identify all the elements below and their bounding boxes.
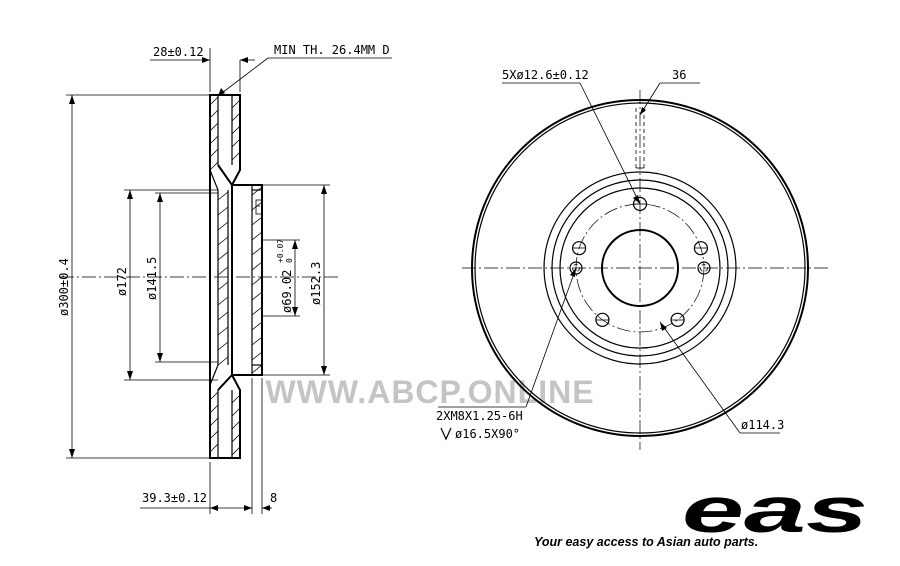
hub-hat xyxy=(209,164,263,391)
thread-label: 2XM8X1.25-6H xyxy=(436,409,523,423)
bolt-holes xyxy=(571,196,709,327)
outer-diameter-dimension: ø300±0.4 xyxy=(57,94,210,459)
d152-label: ø152.3 xyxy=(309,262,323,305)
pcd-leader: ø114.3 xyxy=(659,321,784,434)
friction-inner-circle xyxy=(543,171,737,365)
d172-dimension: ø172 xyxy=(115,189,218,381)
flange-label: 8 xyxy=(270,491,277,505)
bolt-holes-leader: 5Xø12.6±0.12 xyxy=(502,68,641,205)
angle-leader: 36 xyxy=(639,68,700,116)
pcd-label: ø114.3 xyxy=(741,418,784,432)
bolt-holes-label: 5Xø12.6±0.12 xyxy=(502,68,589,82)
bore-dimension: ø69.02 +0.07 0 xyxy=(262,239,300,317)
hat-inner-circle xyxy=(559,187,721,349)
outer-diameter-label: ø300±0.4 xyxy=(57,258,71,316)
thread-leader: 2XM8X1.25-6H ø16.5X90° xyxy=(436,267,577,441)
outer-chamfer-circle xyxy=(474,102,806,434)
angle-label: 36 xyxy=(672,68,686,82)
hat-outer-circle xyxy=(551,179,729,357)
threaded-hole xyxy=(569,261,583,275)
height-label: 39.3±0.12 xyxy=(142,491,207,505)
brand-block: eas Your easy access to Asian auto parts… xyxy=(534,474,868,549)
center-bore-circle xyxy=(601,229,679,307)
width-label: 28±0.12 xyxy=(153,45,204,59)
front-view: 5Xø12.6±0.12 36 2XM8X1.25-6H ø16.5X90° ø… xyxy=(436,68,828,450)
bore-tolerance-lower: 0 xyxy=(285,258,294,263)
min-thickness-label: MIN TH. 26.4MM D xyxy=(274,43,390,57)
bore-tolerance-upper: +0.07 xyxy=(276,239,285,263)
outer-edge-circle xyxy=(471,99,809,437)
bore-label: ø69.02 xyxy=(280,270,294,313)
height-dimension: 39.3±0.12 8 xyxy=(140,378,277,514)
countersink-symbol xyxy=(440,427,452,441)
min-thickness-leader: MIN TH. 26.4MM D xyxy=(217,43,392,97)
d141-dimension: ø141.5 xyxy=(145,192,218,363)
angle-reference-slot xyxy=(635,108,645,169)
threaded-hole xyxy=(697,261,711,275)
watermark: WWW.ABCP.ONLINE xyxy=(265,374,594,410)
friction-ring xyxy=(209,94,241,459)
width-dimension: 28±0.12 xyxy=(150,45,255,92)
d141-label: ø141.5 xyxy=(145,257,159,300)
threaded-holes xyxy=(569,261,711,275)
tagline: Your easy access to Asian auto parts. xyxy=(534,535,758,549)
side-section-view: 28±0.12 MIN TH. 26.4MM D ø300±0.4 ø172 xyxy=(57,43,392,514)
eas-logo: eas xyxy=(682,474,868,546)
d172-label: ø172 xyxy=(115,267,129,296)
countersink-label: ø16.5X90° xyxy=(455,427,520,441)
d152-dimension: ø152.3 xyxy=(262,184,330,376)
